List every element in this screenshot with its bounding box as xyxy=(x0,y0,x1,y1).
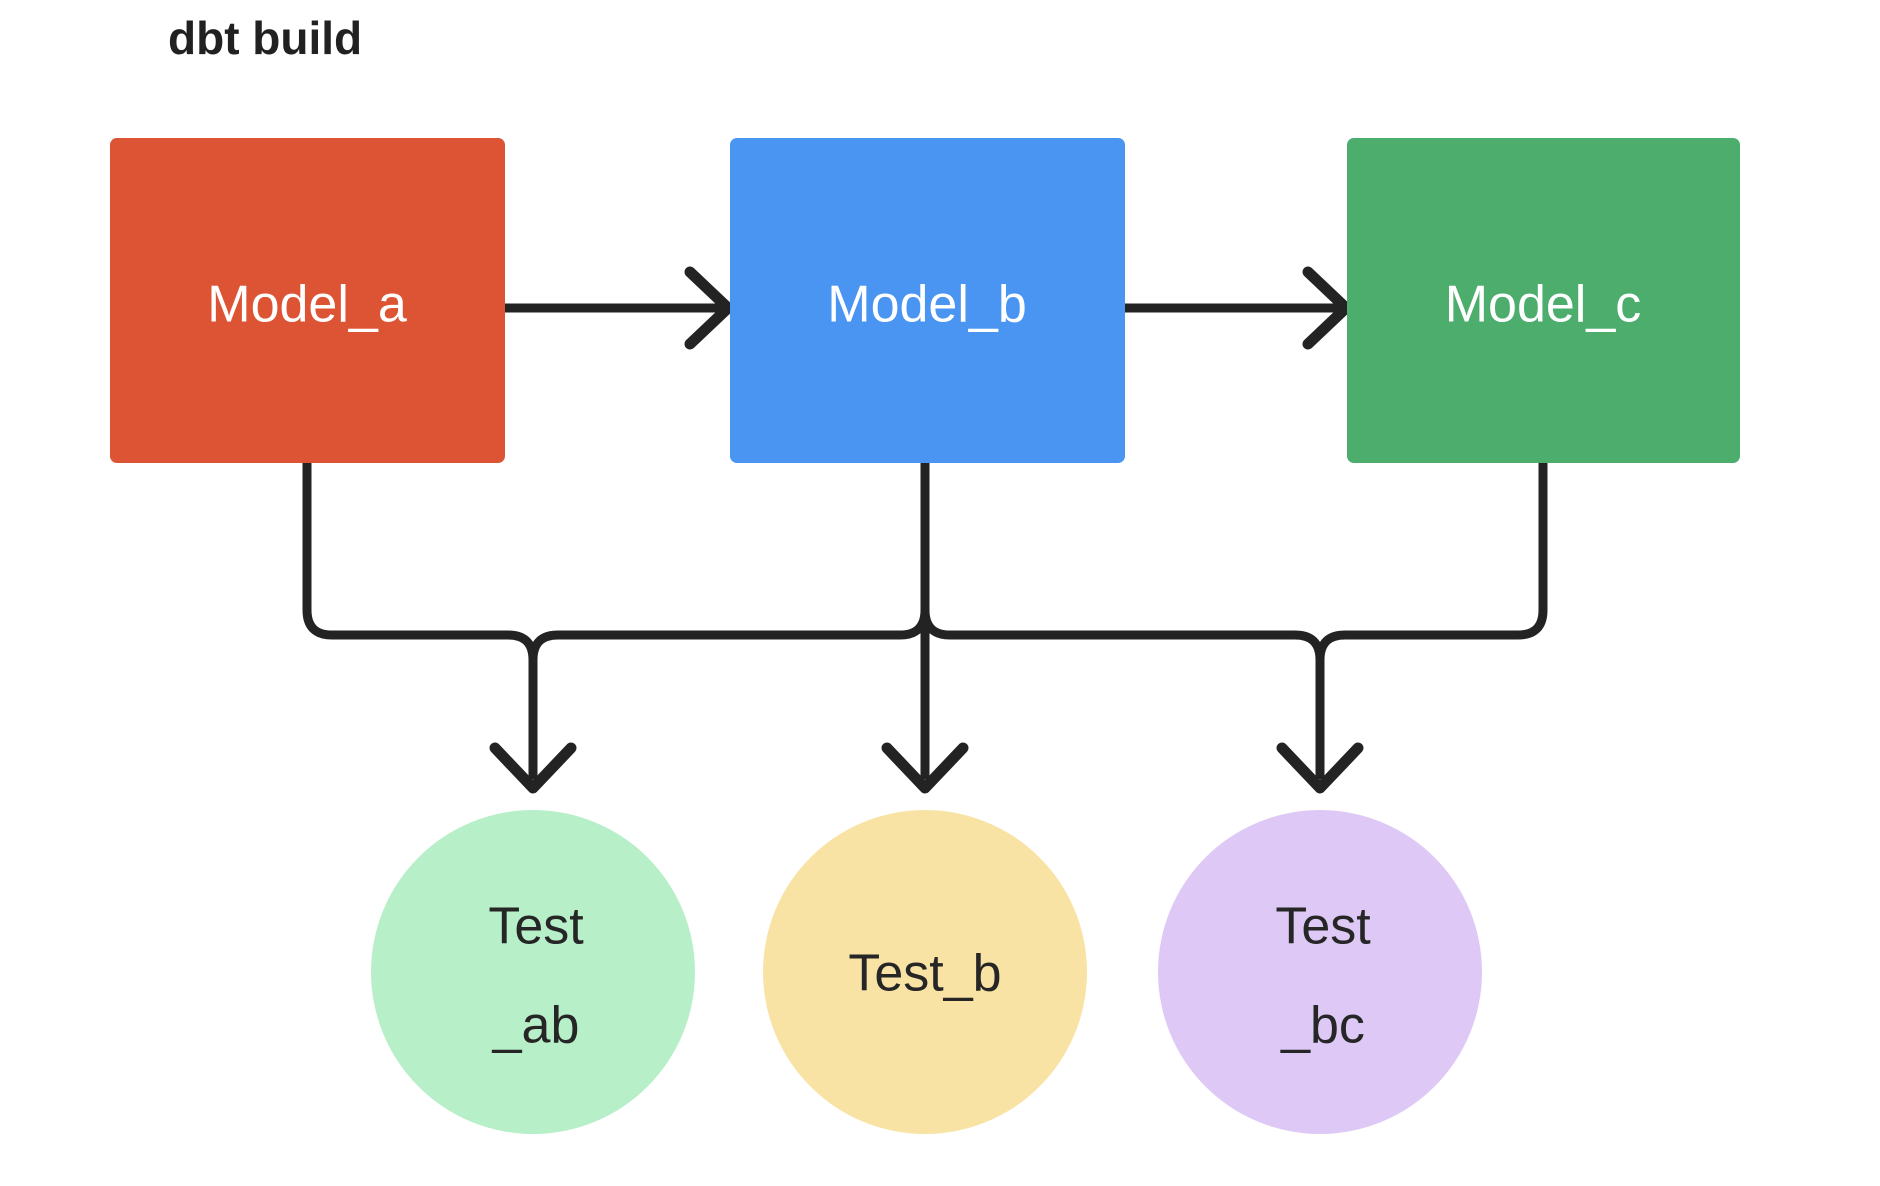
edge-model-a-to-test-ab xyxy=(302,458,538,780)
arrow-head-a-b xyxy=(684,266,734,350)
node-model-c-shape[interactable] xyxy=(1347,138,1740,463)
arrow-into-test-ab xyxy=(489,742,577,794)
edge-model-b-to-test-bc xyxy=(920,605,1325,780)
node-test-ab-shape[interactable] xyxy=(371,810,695,1134)
node-test-bc-label-line1: Test xyxy=(1275,898,1371,956)
node-model-c[interactable]: Model_c xyxy=(1347,138,1740,463)
arrow-head-test-bc xyxy=(1276,742,1364,794)
node-test-ab-label-line1: Test xyxy=(488,898,584,956)
node-model-c-label: Model_c xyxy=(1445,276,1642,334)
edge-model-c-to-test-bc xyxy=(1315,458,1548,665)
node-model-b-shape[interactable] xyxy=(730,138,1125,463)
page-title: dbt build xyxy=(168,12,362,64)
edge-model-a-to-model-b xyxy=(500,266,734,350)
arrow-into-test-bc xyxy=(1276,742,1364,794)
arrow-head-test-ab xyxy=(489,742,577,794)
edge-model-b-to-test-ab xyxy=(528,458,930,665)
node-test-b[interactable]: Test_b xyxy=(763,810,1087,1134)
node-model-b[interactable]: Model_b xyxy=(730,138,1125,463)
node-test-b-shape[interactable] xyxy=(763,810,1087,1134)
node-test-b-label-line1: Test_b xyxy=(848,945,1001,1003)
node-model-a[interactable]: Model_a xyxy=(110,138,505,463)
node-model-a-label: Model_a xyxy=(207,276,407,334)
node-test-bc-label-line2: _bc xyxy=(1280,997,1365,1055)
node-test-bc-shape[interactable] xyxy=(1158,810,1482,1134)
node-test-bc[interactable]: Test _bc xyxy=(1158,810,1482,1134)
arrow-head-b-c xyxy=(1302,266,1352,350)
node-test-ab-label-line2: _ab xyxy=(492,997,580,1055)
edge-model-b-to-model-c xyxy=(1120,266,1352,350)
edge-line-b-test-bc xyxy=(920,605,1325,780)
edge-line-b-test-ab xyxy=(528,458,930,665)
node-model-a-shape[interactable] xyxy=(110,138,505,463)
node-test-ab[interactable]: Test _ab xyxy=(371,810,695,1134)
edge-line-c-test-bc xyxy=(1315,458,1548,665)
edge-line-a-test-ab xyxy=(302,458,538,780)
node-model-b-label: Model_b xyxy=(827,276,1026,334)
arrow-head-test-b xyxy=(881,742,969,794)
